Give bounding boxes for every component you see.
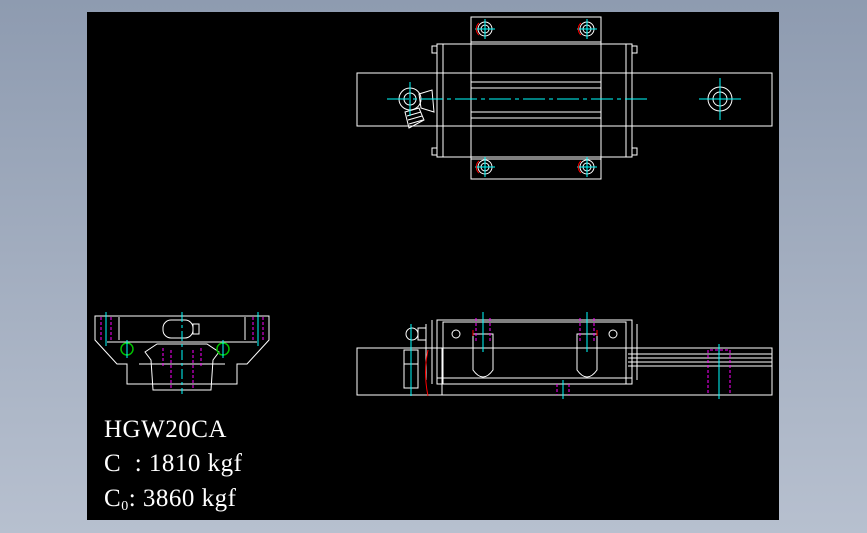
- side-view-marks: [425, 330, 598, 397]
- top-view-end-cap: [431, 45, 438, 54]
- top-view-end-cap: [631, 147, 638, 156]
- drawing-canvas: HGW20CA C : 1810 kgf C0: 3860 kgf: [87, 12, 779, 520]
- end-view-rail-profile: [144, 343, 220, 391]
- side-view-centerlines: [410, 312, 720, 399]
- top-view: [356, 16, 773, 180]
- side-view-rail: [356, 347, 773, 396]
- side-view-recess: [472, 333, 494, 378]
- top-view-rail: [356, 72, 773, 127]
- end-view-block-outline: [94, 315, 270, 385]
- static-load-value: : 3860 kgf: [128, 485, 237, 512]
- static-load-subscript: 0: [121, 499, 129, 514]
- dynamic-load-symbol: C: [104, 450, 122, 477]
- dynamic-load-rating: C : 1810 kgf: [104, 451, 242, 476]
- end-view-centerlines: [105, 312, 259, 394]
- static-load-rating: C0: 3860 kgf: [104, 486, 236, 514]
- top-view-block-body: [436, 43, 633, 158]
- end-view-screws: [120, 342, 230, 356]
- side-view-recess: [576, 333, 598, 378]
- dynamic-load-value: : 1810 kgf: [121, 450, 243, 477]
- static-load-symbol: C: [104, 485, 122, 512]
- model-label: HGW20CA: [104, 416, 227, 443]
- top-view-grease-nipple: [398, 87, 435, 129]
- top-view-mounting-hole: [477, 21, 595, 175]
- top-view-flange: [470, 16, 602, 180]
- side-view-block: [436, 319, 633, 385]
- top-view-thread-marks: [475, 22, 582, 174]
- top-view-end-cap: [631, 45, 638, 54]
- side-view: [356, 319, 773, 396]
- side-view-hidden-lines: [475, 318, 731, 395]
- end-view-grease-nipple: [162, 319, 200, 339]
- top-view-end-cap: [431, 147, 438, 156]
- side-view-grease-nipple: [403, 327, 427, 389]
- cad-drawing: [94, 16, 773, 399]
- side-view-flange: [442, 321, 627, 385]
- end-view: [94, 315, 270, 391]
- top-view-centerlines: [387, 19, 741, 177]
- end-view-hidden-lines: [100, 317, 264, 390]
